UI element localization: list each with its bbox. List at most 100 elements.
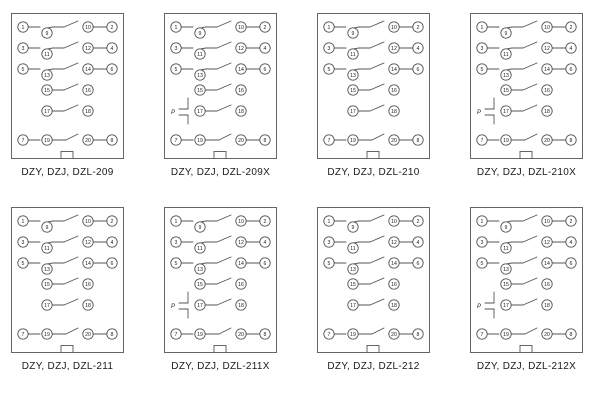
terminal-16: 16 [541,84,553,96]
terminal-number: 13 [503,73,509,79]
terminal-number: 9 [46,225,49,231]
terminal-4: 4 [106,42,118,54]
terminal-number: 9 [505,225,508,231]
terminal-18: 18 [541,105,553,117]
terminal-number: 8 [264,138,267,144]
terminal-7: 7 [170,328,182,340]
terminal-number: 20 [391,332,397,338]
terminal-number: 17 [197,109,203,115]
terminal-number: 3 [481,46,484,52]
terminal-number: 2 [570,219,573,225]
terminal-number: 2 [570,25,573,31]
terminal-15: 15 [194,278,206,290]
terminal-2: 2 [259,215,271,227]
terminal-number: 2 [264,25,267,31]
terminal-number: 13 [44,267,50,273]
terminal-number: 7 [175,332,178,338]
p-marker: P [477,97,495,125]
terminal-number: 14 [238,261,244,267]
p-marker: P [477,291,495,319]
terminal-number: 6 [417,67,420,73]
terminal-14: 14 [235,257,247,269]
terminal-15: 15 [41,278,53,290]
terminal-2: 2 [412,215,424,227]
panel-border [317,13,430,159]
terminal-1: 1 [170,215,182,227]
terminal-number: 18 [238,303,244,309]
terminal-number: 4 [570,240,573,246]
terminal-number: 1 [328,25,331,31]
terminal-2: 2 [106,21,118,33]
panel-label: DZY, DZJ, DZL-211X [171,361,270,372]
terminal-number: 19 [197,138,203,144]
terminal-number: 20 [544,138,550,144]
terminal-number: 8 [570,332,573,338]
terminal-number: 11 [503,52,508,58]
terminal-19: 19 [347,134,359,146]
terminal-9: 9 [500,27,512,39]
terminal-15: 15 [347,278,359,290]
terminal-number: 3 [175,46,178,52]
terminal-number: 12 [391,240,397,246]
terminal-3: 3 [17,42,29,54]
panel-border [164,207,277,353]
terminal-number: 11 [197,246,202,252]
terminal-17: 17 [500,105,512,117]
terminal-number: 13 [197,267,203,273]
terminal-8: 8 [412,328,424,340]
terminal-2: 2 [259,21,271,33]
terminal-6: 6 [259,63,271,75]
terminal-9: 9 [41,221,53,233]
terminal-number: 9 [352,31,355,37]
terminal-19: 19 [194,134,206,146]
panel-border [317,207,430,353]
terminal-2: 2 [565,215,577,227]
panel-border [164,13,277,159]
terminal-number: 12 [85,46,91,52]
terminal-19: 19 [347,328,359,340]
terminal-number: 5 [22,67,25,73]
terminal-8: 8 [106,328,118,340]
terminal-5: 5 [476,257,488,269]
terminal-number: 1 [22,25,25,31]
terminal-3: 3 [323,236,335,248]
terminal-11: 11 [500,48,512,60]
terminal-18: 18 [388,299,400,311]
terminal-number: 18 [544,303,550,309]
terminal-number: 7 [328,332,331,338]
terminal-number: 10 [544,219,550,225]
p-marker: P [171,97,189,125]
terminal-16: 16 [82,278,94,290]
terminal-number: 10 [238,219,244,225]
terminal-7: 7 [323,328,335,340]
terminal-1: 1 [476,215,488,227]
terminal-7: 7 [476,328,488,340]
terminal-16: 16 [388,84,400,96]
terminal-number: 18 [391,303,397,309]
terminal-number: 12 [238,240,244,246]
terminal-1: 1 [323,215,335,227]
terminal-19: 19 [500,328,512,340]
terminal-2: 2 [565,21,577,33]
terminal-number: 4 [570,46,573,52]
terminal-number: 5 [328,67,331,73]
terminal-15: 15 [500,84,512,96]
terminal-number: 5 [328,261,331,267]
terminal-number: 5 [175,67,178,73]
